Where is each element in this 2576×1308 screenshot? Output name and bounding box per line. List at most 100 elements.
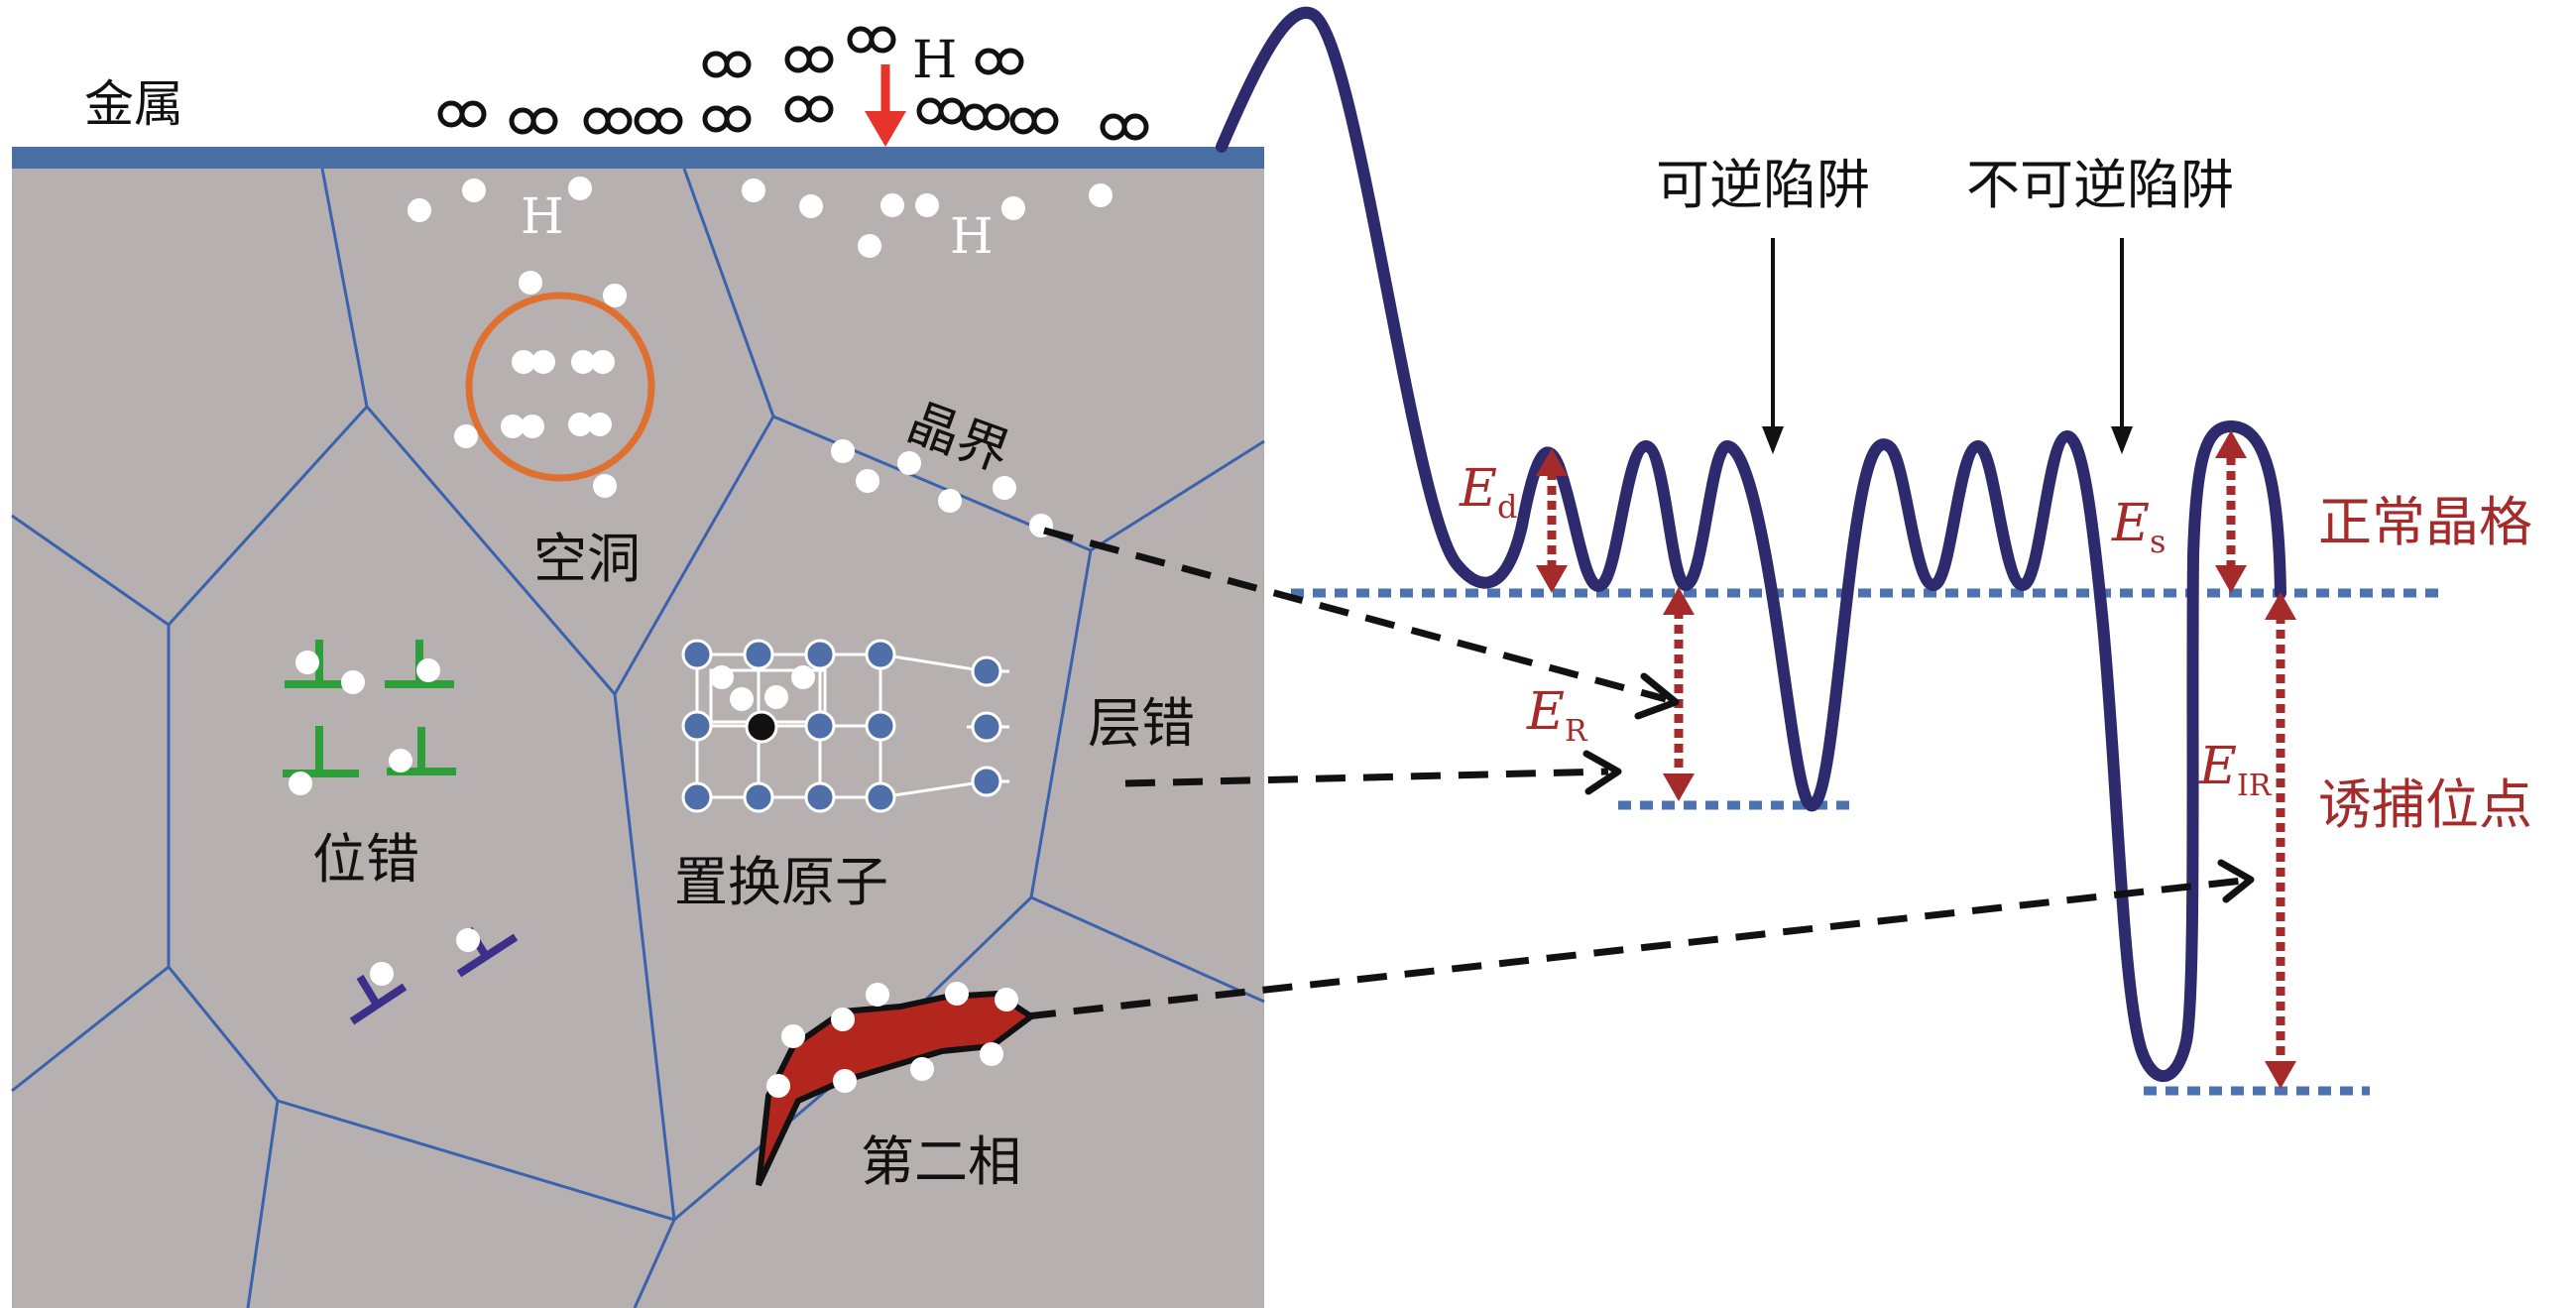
metal-block [12, 147, 1264, 1308]
lattice-atom [865, 781, 896, 813]
hydrogen-atom-icon [603, 284, 627, 307]
hydrogen-atom-icon [866, 983, 889, 1007]
substitution-lattice [681, 639, 1009, 813]
h-in-metal-label: H [950, 207, 994, 265]
hydrogen-atom-icon [454, 424, 478, 448]
dislocations [283, 640, 519, 1025]
hydrogen-atom-icon [980, 1042, 1003, 1066]
lattice-atom [971, 655, 1002, 687]
grain-boundary-line [167, 966, 677, 1308]
second-phase-label: 第二相 [861, 1130, 1021, 1193]
hydrogen-atom-icon [416, 658, 440, 682]
h2-molecule-icon [784, 46, 834, 73]
h2-molecule-icon [1100, 113, 1149, 141]
h2-molecule-icon [583, 107, 633, 135]
grain-boundary-line [246, 1100, 280, 1308]
hydrogen-atom-icon [897, 451, 921, 475]
h2-molecule-icon [847, 26, 896, 54]
h-in-metal-label: H [521, 187, 564, 245]
substitution-atom-label: 置换原子 [674, 851, 888, 913]
lattice-atom [681, 639, 713, 670]
hydrogen-atom-icon [799, 194, 823, 218]
normal-lattice-label: 正常晶格 [2318, 491, 2532, 553]
dashed-arrow-icon [1025, 877, 2244, 1020]
hydrogen-atom-icon [568, 177, 592, 200]
dashed-arrow-heads [1582, 672, 2255, 903]
energy-arrows [1547, 456, 2285, 1066]
lattice-atom [865, 710, 896, 742]
trap-site-label: 诱捕位点 [2318, 773, 2532, 836]
h-gas-label: H [912, 31, 957, 90]
ed-symbol: Ed [1459, 459, 1517, 526]
hydrogen-atom-icon [462, 178, 486, 202]
down-arrow-icon [865, 64, 906, 147]
hydrogen-atom-icon [593, 474, 617, 498]
lattice-atom [743, 781, 774, 813]
h2-molecule-icon [1009, 107, 1059, 135]
dashed-arrow-icon [1124, 768, 1609, 787]
hydrogen-atom-icon [512, 350, 535, 374]
hydrogen-atom-icon [501, 415, 525, 438]
hydrogen-atom-icon [456, 928, 480, 952]
stacking-fault-label: 层错 [1088, 692, 1195, 755]
lattice-atom [971, 766, 1002, 797]
hydrogen-atom-icon [370, 962, 394, 986]
irreversible-trap-label: 不可逆陷阱 [1966, 154, 2234, 216]
hydrogen-atom-icon [591, 350, 615, 374]
hydrogen-atom-icon [910, 1057, 934, 1081]
substitution-atom [745, 710, 778, 744]
hydrogen-atom-icon [1089, 183, 1112, 207]
void [454, 292, 655, 498]
h2-molecule-icon [916, 97, 966, 125]
es-symbol: Es [2111, 494, 2166, 560]
hydrogen-atom-icon [938, 489, 962, 513]
dislocation-label: 位错 [312, 828, 419, 891]
second-phase [756, 982, 1037, 1187]
lattice-atom [865, 639, 896, 670]
h2-molecule-icon [702, 105, 752, 133]
h2-molecule-icon [784, 95, 834, 123]
hydrogen-atom-icon [389, 749, 412, 773]
hydrogen-atom-icon [781, 1024, 805, 1048]
hydrogen-atom-icon [858, 234, 881, 258]
energy-arrow-heads [1536, 430, 2296, 1089]
hydrogen-atom-icon [791, 665, 815, 689]
lattice-atom [681, 710, 713, 742]
h2-molecule-icon [437, 100, 487, 128]
h2-molecule-icon [509, 107, 558, 135]
energy-curve [1216, 6, 2286, 1083]
void-label: 空洞 [533, 528, 641, 590]
hydrogen-atom-icon [571, 350, 595, 374]
hydrogen-atom-icon [945, 982, 969, 1006]
hydrogen-atom-icon [1001, 196, 1025, 220]
h2-molecule-icon [975, 48, 1024, 75]
dislocation-icon [349, 974, 408, 1025]
down-arrow-icon [2111, 238, 2133, 454]
down-arrow-icon [1762, 238, 1784, 454]
hydrogen-atom-icon [519, 271, 542, 295]
h2-molecule-icon [961, 103, 1010, 131]
hydrogen-atom-icon [880, 193, 904, 217]
h2-molecules [437, 26, 1149, 141]
lattice-atom [743, 639, 774, 670]
hydrogen-atom-icon [831, 1008, 855, 1031]
grain-boundary-hydrogen [831, 439, 1053, 537]
reversible-trap-label: 可逆陷阱 [1656, 154, 1870, 216]
hydrogen-atom-icon [341, 670, 365, 694]
dashed-arrow-icon [1043, 527, 1667, 703]
hydrogen-atom-icon [764, 685, 788, 709]
lattice-atom [971, 711, 1002, 743]
hydrogen-atom-icon [742, 178, 765, 202]
metal-surface [12, 147, 1264, 169]
hydrogen-atom-icon [710, 665, 734, 689]
energy-levels [1291, 588, 2439, 1096]
hydrogen-atoms-surface [408, 177, 1112, 307]
hydrogen-atom-icon [831, 439, 855, 463]
grain-boundary-line [613, 693, 676, 1221]
hydrogen-atom-icon [766, 1074, 790, 1098]
hydrogen-atom-icon [915, 193, 939, 217]
hydrogen-atom-icon [993, 476, 1016, 500]
lattice-atom [804, 639, 836, 670]
er-symbol: ER [1526, 682, 1588, 749]
